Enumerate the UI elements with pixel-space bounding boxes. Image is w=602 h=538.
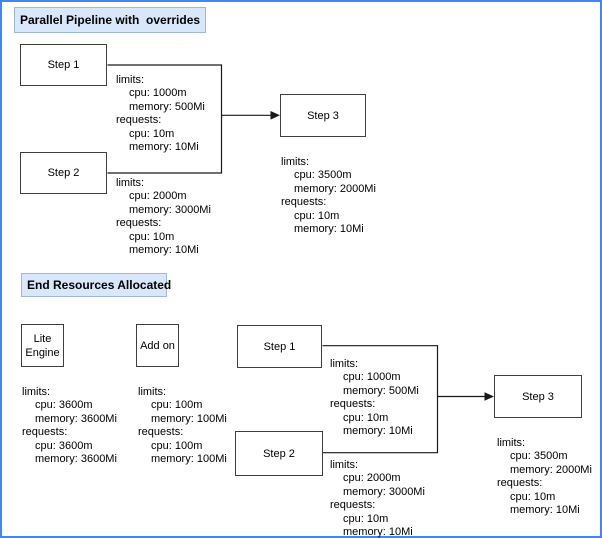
request-memory: memory: 10Mi [343, 425, 413, 438]
limit-memory: memory: 3000Mi [129, 203, 211, 216]
request-memory: memory: 10Mi [129, 244, 199, 257]
requests-label: requests: [116, 217, 162, 230]
limit-memory: memory: 100Mi [151, 412, 227, 425]
limit-memory: memory: 500Mi [343, 384, 419, 397]
limits-label: limits: [116, 74, 145, 86]
request-cpu: cpu: 10m [129, 127, 175, 140]
requests-label: requests: [22, 426, 68, 439]
resources-step1-pipeline: limits: cpu: 1000m memory: 500Mi request… [116, 74, 205, 154]
limits-label: limits: [330, 358, 359, 370]
request-memory: memory: 10Mi [129, 141, 199, 154]
request-cpu: cpu: 10m [294, 209, 340, 222]
limit-cpu: cpu: 100m [151, 399, 203, 412]
limits-label: limits: [138, 386, 167, 398]
request-memory: memory: 100Mi [151, 453, 227, 466]
node-step2-end: Step 2 [235, 431, 323, 476]
limit-memory: memory: 3600Mi [35, 412, 117, 425]
limit-cpu: cpu: 3500m [510, 450, 568, 463]
resources-step2-pipeline: limits: cpu: 2000m memory: 3000Mi reques… [116, 177, 211, 257]
end-arrowhead-icon [484, 392, 494, 401]
resources-step1-end: limits: cpu: 1000m memory: 500Mi request… [330, 358, 419, 438]
limit-cpu: cpu: 2000m [129, 190, 187, 203]
limits-label: limits: [281, 156, 310, 168]
resources-step2-end: limits: cpu: 2000m memory: 3000Mi reques… [330, 459, 425, 538]
limit-cpu: cpu: 1000m [343, 371, 401, 384]
limit-cpu: cpu: 2000m [343, 472, 401, 485]
end-merge-connector [322, 345, 439, 454]
resources-add-on: limits: cpu: 100m memory: 100Mi requests… [138, 386, 227, 466]
requests-label: requests: [497, 477, 543, 490]
resources-lite-engine: limits: cpu: 3600m memory: 3600Mi reques… [22, 386, 117, 466]
limit-memory: memory: 2000Mi [294, 182, 376, 195]
limit-memory: memory: 500Mi [129, 100, 205, 113]
limits-label: limits: [497, 437, 526, 449]
request-cpu: cpu: 10m [510, 490, 556, 503]
request-cpu: cpu: 100m [151, 439, 203, 452]
limits-label: limits: [116, 177, 145, 189]
requests-label: requests: [138, 426, 184, 439]
limit-cpu: cpu: 3600m [35, 399, 93, 412]
node-step3-end: Step 3 [494, 375, 582, 418]
limit-cpu: cpu: 1000m [129, 87, 187, 100]
node-add-on: Add on [136, 324, 179, 367]
node-lite-engine: Lite Engine [21, 324, 64, 367]
pipeline-arrowhead-icon [270, 111, 280, 120]
node-step1-pipeline: Step 1 [20, 44, 107, 86]
node-step3-pipeline: Step 3 [280, 94, 366, 137]
node-step2-pipeline: Step 2 [20, 152, 107, 194]
pipeline-section-title: Parallel Pipeline with overrides [14, 7, 206, 33]
request-cpu: cpu: 3600m [35, 439, 93, 452]
requests-label: requests: [330, 499, 376, 512]
limit-cpu: cpu: 3500m [294, 169, 352, 182]
requests-label: requests: [116, 114, 162, 127]
request-cpu: cpu: 10m [343, 512, 389, 525]
requests-label: requests: [330, 398, 376, 411]
limits-label: limits: [330, 459, 359, 471]
node-step1-end: Step 1 [237, 325, 322, 368]
limit-memory: memory: 3000Mi [343, 485, 425, 498]
request-memory: memory: 3600Mi [35, 453, 117, 466]
request-memory: memory: 10Mi [510, 504, 580, 517]
request-cpu: cpu: 10m [129, 230, 175, 243]
request-memory: memory: 10Mi [294, 223, 364, 236]
request-memory: memory: 10Mi [343, 526, 413, 538]
resources-step3-end: limits: cpu: 3500m memory: 2000Mi reques… [497, 437, 592, 517]
pipeline-merge-connector [107, 64, 223, 174]
limit-memory: memory: 2000Mi [510, 463, 592, 476]
requests-label: requests: [281, 196, 327, 209]
end-section-title: End Resources Allocated [21, 273, 171, 297]
request-cpu: cpu: 10m [343, 411, 389, 424]
limits-label: limits: [22, 386, 51, 398]
resources-step3-pipeline: limits: cpu: 3500m memory: 2000Mi reques… [281, 156, 376, 236]
